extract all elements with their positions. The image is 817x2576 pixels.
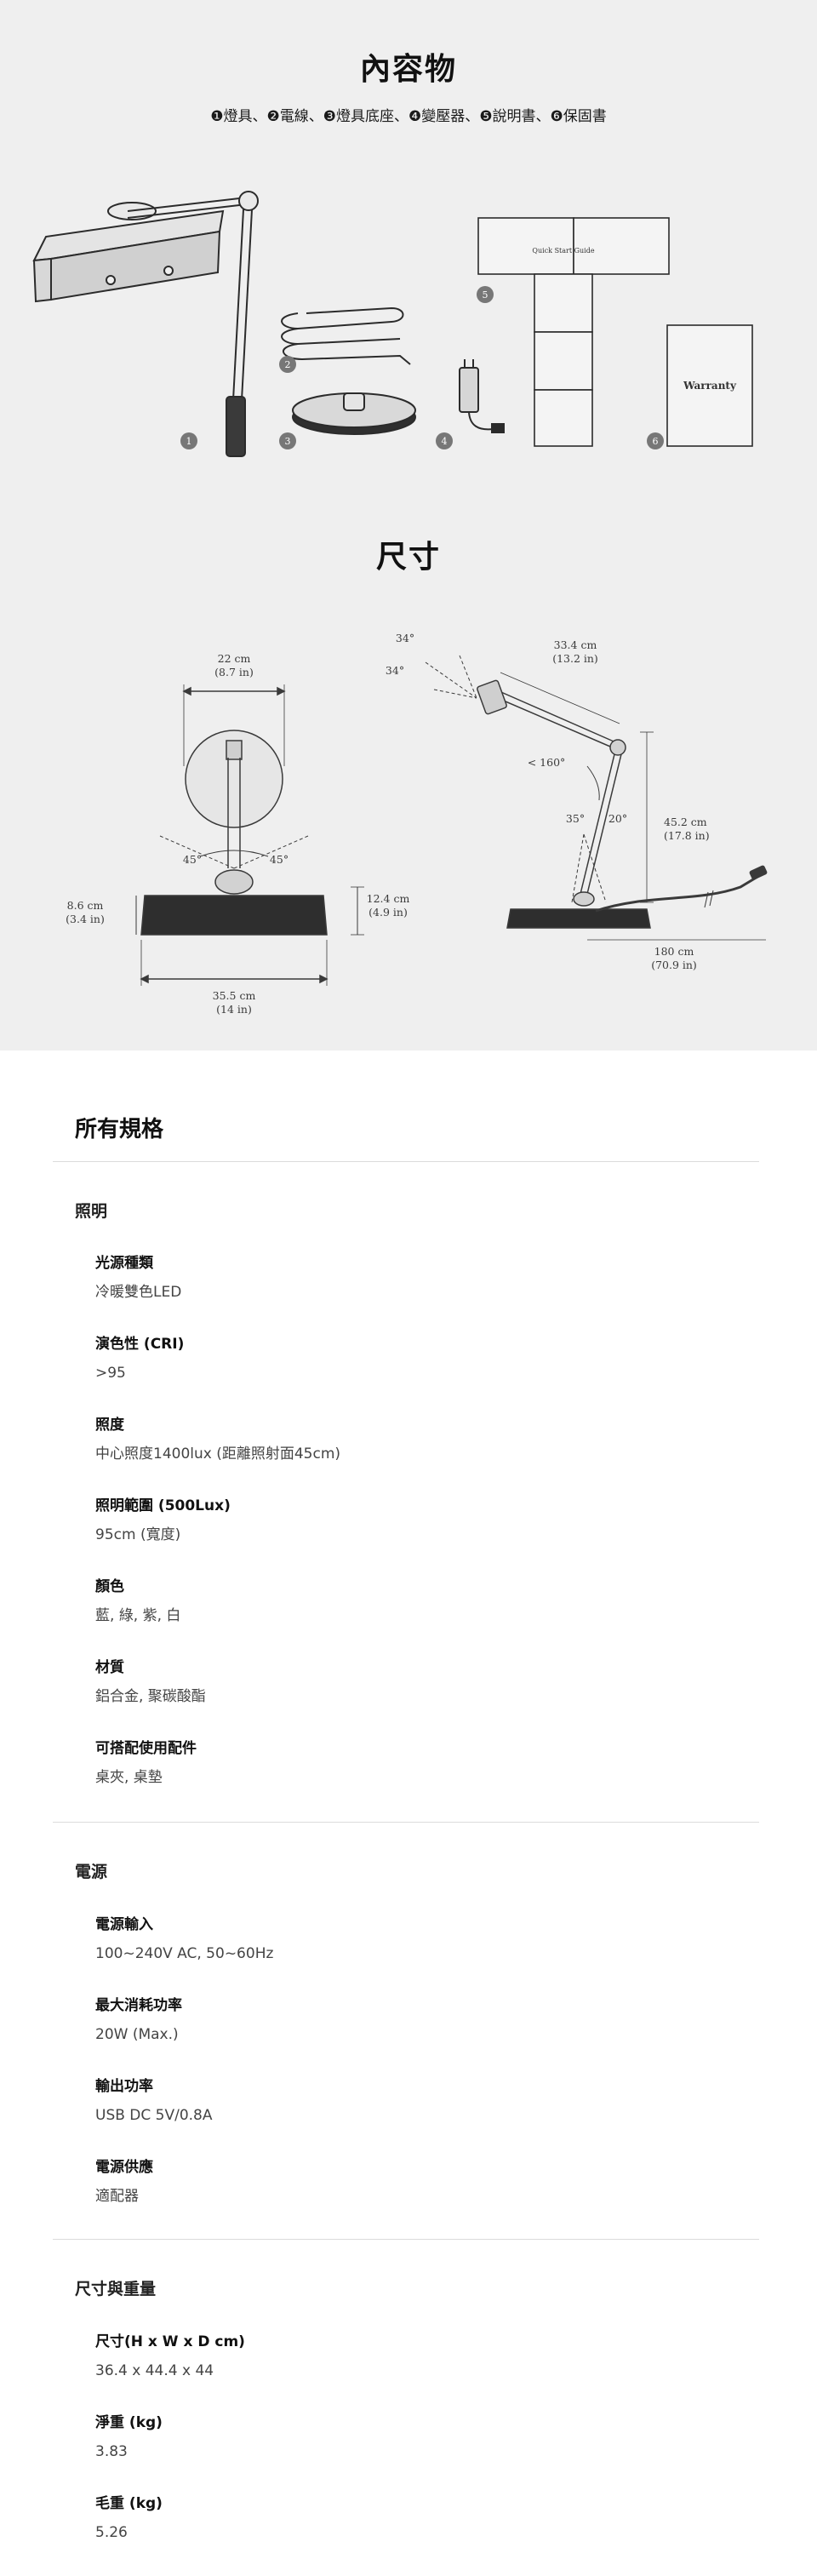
- spec-value: 20W (Max.): [95, 2026, 179, 2043]
- lamp-head-illustration: [32, 202, 225, 303]
- spec-value: 冷暖雙色LED: [95, 1284, 182, 1301]
- spec-label: 輸出功率: [95, 2078, 153, 2095]
- side-arm-cm: 33.4 cm: [554, 638, 597, 651]
- spec-output-power: 輸出功率 USB DC 5V/0.8A: [95, 2076, 213, 2126]
- spec-value: >95: [95, 1365, 126, 1382]
- spec-value: 36.4 x 44.4 x 44: [95, 2362, 214, 2379]
- spec-max-power: 最大消耗功率 20W (Max.): [95, 1995, 182, 2045]
- dimension-drawing: 22 cm (8.7 in) 45° 45° 8.6 cm (3.4 in) 1…: [66, 632, 768, 1016]
- quick-start-guide-illustration: [477, 217, 670, 447]
- spec-label: 毛重 (kg): [95, 2495, 163, 2512]
- badge-3: 3: [285, 436, 291, 447]
- spec-label: 電源輸入: [95, 1916, 153, 1933]
- front-height-base-in: (3.4 in): [66, 913, 105, 925]
- side-height-cm: 45.2 cm: [664, 816, 707, 828]
- cable-illustration: [281, 306, 411, 365]
- lamp-arm-illustration: [127, 191, 259, 457]
- specs-title: 所有規格: [75, 1117, 164, 1142]
- side-cable-cm: 180 cm: [654, 945, 694, 958]
- spec-label: 照明範圍 (500Lux): [95, 1497, 231, 1514]
- contents-legend: ❶燈具、❷電線、❸燈具底座、❹變壓器、❺說明書、❻保固書: [210, 108, 607, 125]
- spec-value: 中心照度1400lux (距離照射面45cm): [95, 1445, 341, 1463]
- category-lighting: 照明: [75, 1202, 108, 1221]
- spec-label: 尺寸(H x W x D cm): [95, 2333, 245, 2350]
- front-width-head-in: (8.7 in): [214, 666, 254, 678]
- spec-value: 100~240V AC, 50~60Hz: [95, 1945, 274, 1962]
- spec-label: 演色性 (CRI): [95, 1336, 185, 1353]
- front-angle-right: 45°: [270, 853, 289, 866]
- side-height-in: (17.8 in): [664, 829, 710, 842]
- category-divider: [53, 2239, 759, 2240]
- badge-4: 4: [442, 436, 448, 447]
- category-power: 電源: [75, 1863, 108, 1881]
- spec-label: 可搭配使用配件: [95, 1740, 197, 1757]
- front-width-base-cm: 35.5 cm: [213, 989, 256, 1002]
- front-height-right-in: (4.9 in): [369, 906, 408, 919]
- warranty-card-illustration: [666, 324, 753, 447]
- spec-light-source: 光源種類 冷暖雙色LED: [95, 1253, 181, 1302]
- spec-value: 桌夾, 桌墊: [95, 1769, 163, 1786]
- front-width-head-cm: 22 cm: [218, 652, 251, 665]
- spec-cri: 演色性 (CRI) >95: [95, 1334, 184, 1383]
- spec-label: 材質: [95, 1659, 124, 1676]
- spec-value: 鋁合金, 聚碳酸酯: [95, 1688, 206, 1705]
- side-angle-top-1: 34°: [396, 632, 414, 644]
- side-cable-in: (70.9 in): [651, 959, 697, 971]
- spec-power-input: 電源輸入 100~240V AC, 50~60Hz: [95, 1915, 273, 1964]
- spec-value: 藍, 綠, 紫, 白: [95, 1607, 181, 1624]
- badge-1: 1: [186, 436, 192, 447]
- side-angle-top-2: 34°: [386, 664, 404, 677]
- category-size-weight: 尺寸與重量: [75, 2280, 157, 2298]
- spec-color: 顏色 藍, 綠, 紫, 白: [95, 1577, 180, 1626]
- spec-power-supply: 電源供應 適配器: [95, 2157, 153, 2207]
- badge-6: 6: [653, 436, 659, 447]
- category-divider: [53, 1822, 759, 1823]
- dimensions-title: 尺寸: [375, 540, 441, 575]
- spec-illuminance: 照度 中心照度1400lux (距離照射面45cm): [95, 1415, 340, 1464]
- front-view: [135, 684, 364, 986]
- front-height-right-cm: 12.4 cm: [367, 892, 410, 905]
- warranty-label: Warranty: [683, 380, 737, 392]
- product-info-panel: 內容物 ❶燈具、❷電線、❸燈具底座、❹變壓器、❺說明書、❻保固書: [0, 0, 817, 1050]
- spec-label: 最大消耗功率: [95, 1997, 182, 2014]
- spec-material: 材質 鋁合金, 聚碳酸酯: [95, 1657, 206, 1707]
- spec-accessories: 可搭配使用配件 桌夾, 桌墊: [95, 1738, 197, 1788]
- contents-illustration: Quick Start Guide Warranty 1 2 3 4 5 6: [32, 191, 753, 457]
- spec-value: 95cm (寬度): [95, 1526, 181, 1543]
- front-angle-left: 45°: [183, 853, 202, 866]
- spec-label: 光源種類: [95, 1255, 153, 1272]
- side-arm-in: (13.2 in): [552, 652, 598, 665]
- spec-lighting-range: 照明範圍 (500Lux) 95cm (寬度): [95, 1496, 231, 1545]
- badge-2: 2: [285, 359, 291, 370]
- spec-gross-weight: 毛重 (kg) 5.26: [95, 2493, 163, 2543]
- side-angle-mid-2: 20°: [608, 812, 627, 825]
- spec-value: USB DC 5V/0.8A: [95, 2107, 213, 2124]
- spec-value: 5.26: [95, 2524, 128, 2541]
- front-height-base-cm: 8.6 cm: [67, 899, 104, 912]
- base-illustration: [292, 392, 416, 435]
- spec-label: 淨重 (kg): [95, 2414, 163, 2431]
- front-width-base-in: (14 in): [216, 1003, 252, 1016]
- spec-net-weight: 淨重 (kg) 3.83: [95, 2413, 163, 2462]
- spec-label: 電源供應: [95, 2159, 153, 2176]
- side-angle-mid-1: 35°: [566, 812, 585, 825]
- side-joint-angle: < 160°: [528, 756, 566, 769]
- spec-value: 3.83: [95, 2443, 128, 2460]
- spec-label: 顏色: [95, 1578, 124, 1595]
- adapter-illustration: [459, 359, 505, 433]
- badge-5: 5: [483, 289, 488, 301]
- contents-title: 內容物: [359, 52, 457, 87]
- spec-value: 適配器: [95, 2188, 139, 2205]
- spec-label: 照度: [95, 1417, 124, 1434]
- spec-dimensions: 尺寸(H x W x D cm) 36.4 x 44.4 x 44: [95, 2332, 245, 2381]
- guide-label: Quick Start Guide: [532, 247, 594, 255]
- specs-divider: [53, 1161, 759, 1162]
- side-view: [425, 655, 768, 941]
